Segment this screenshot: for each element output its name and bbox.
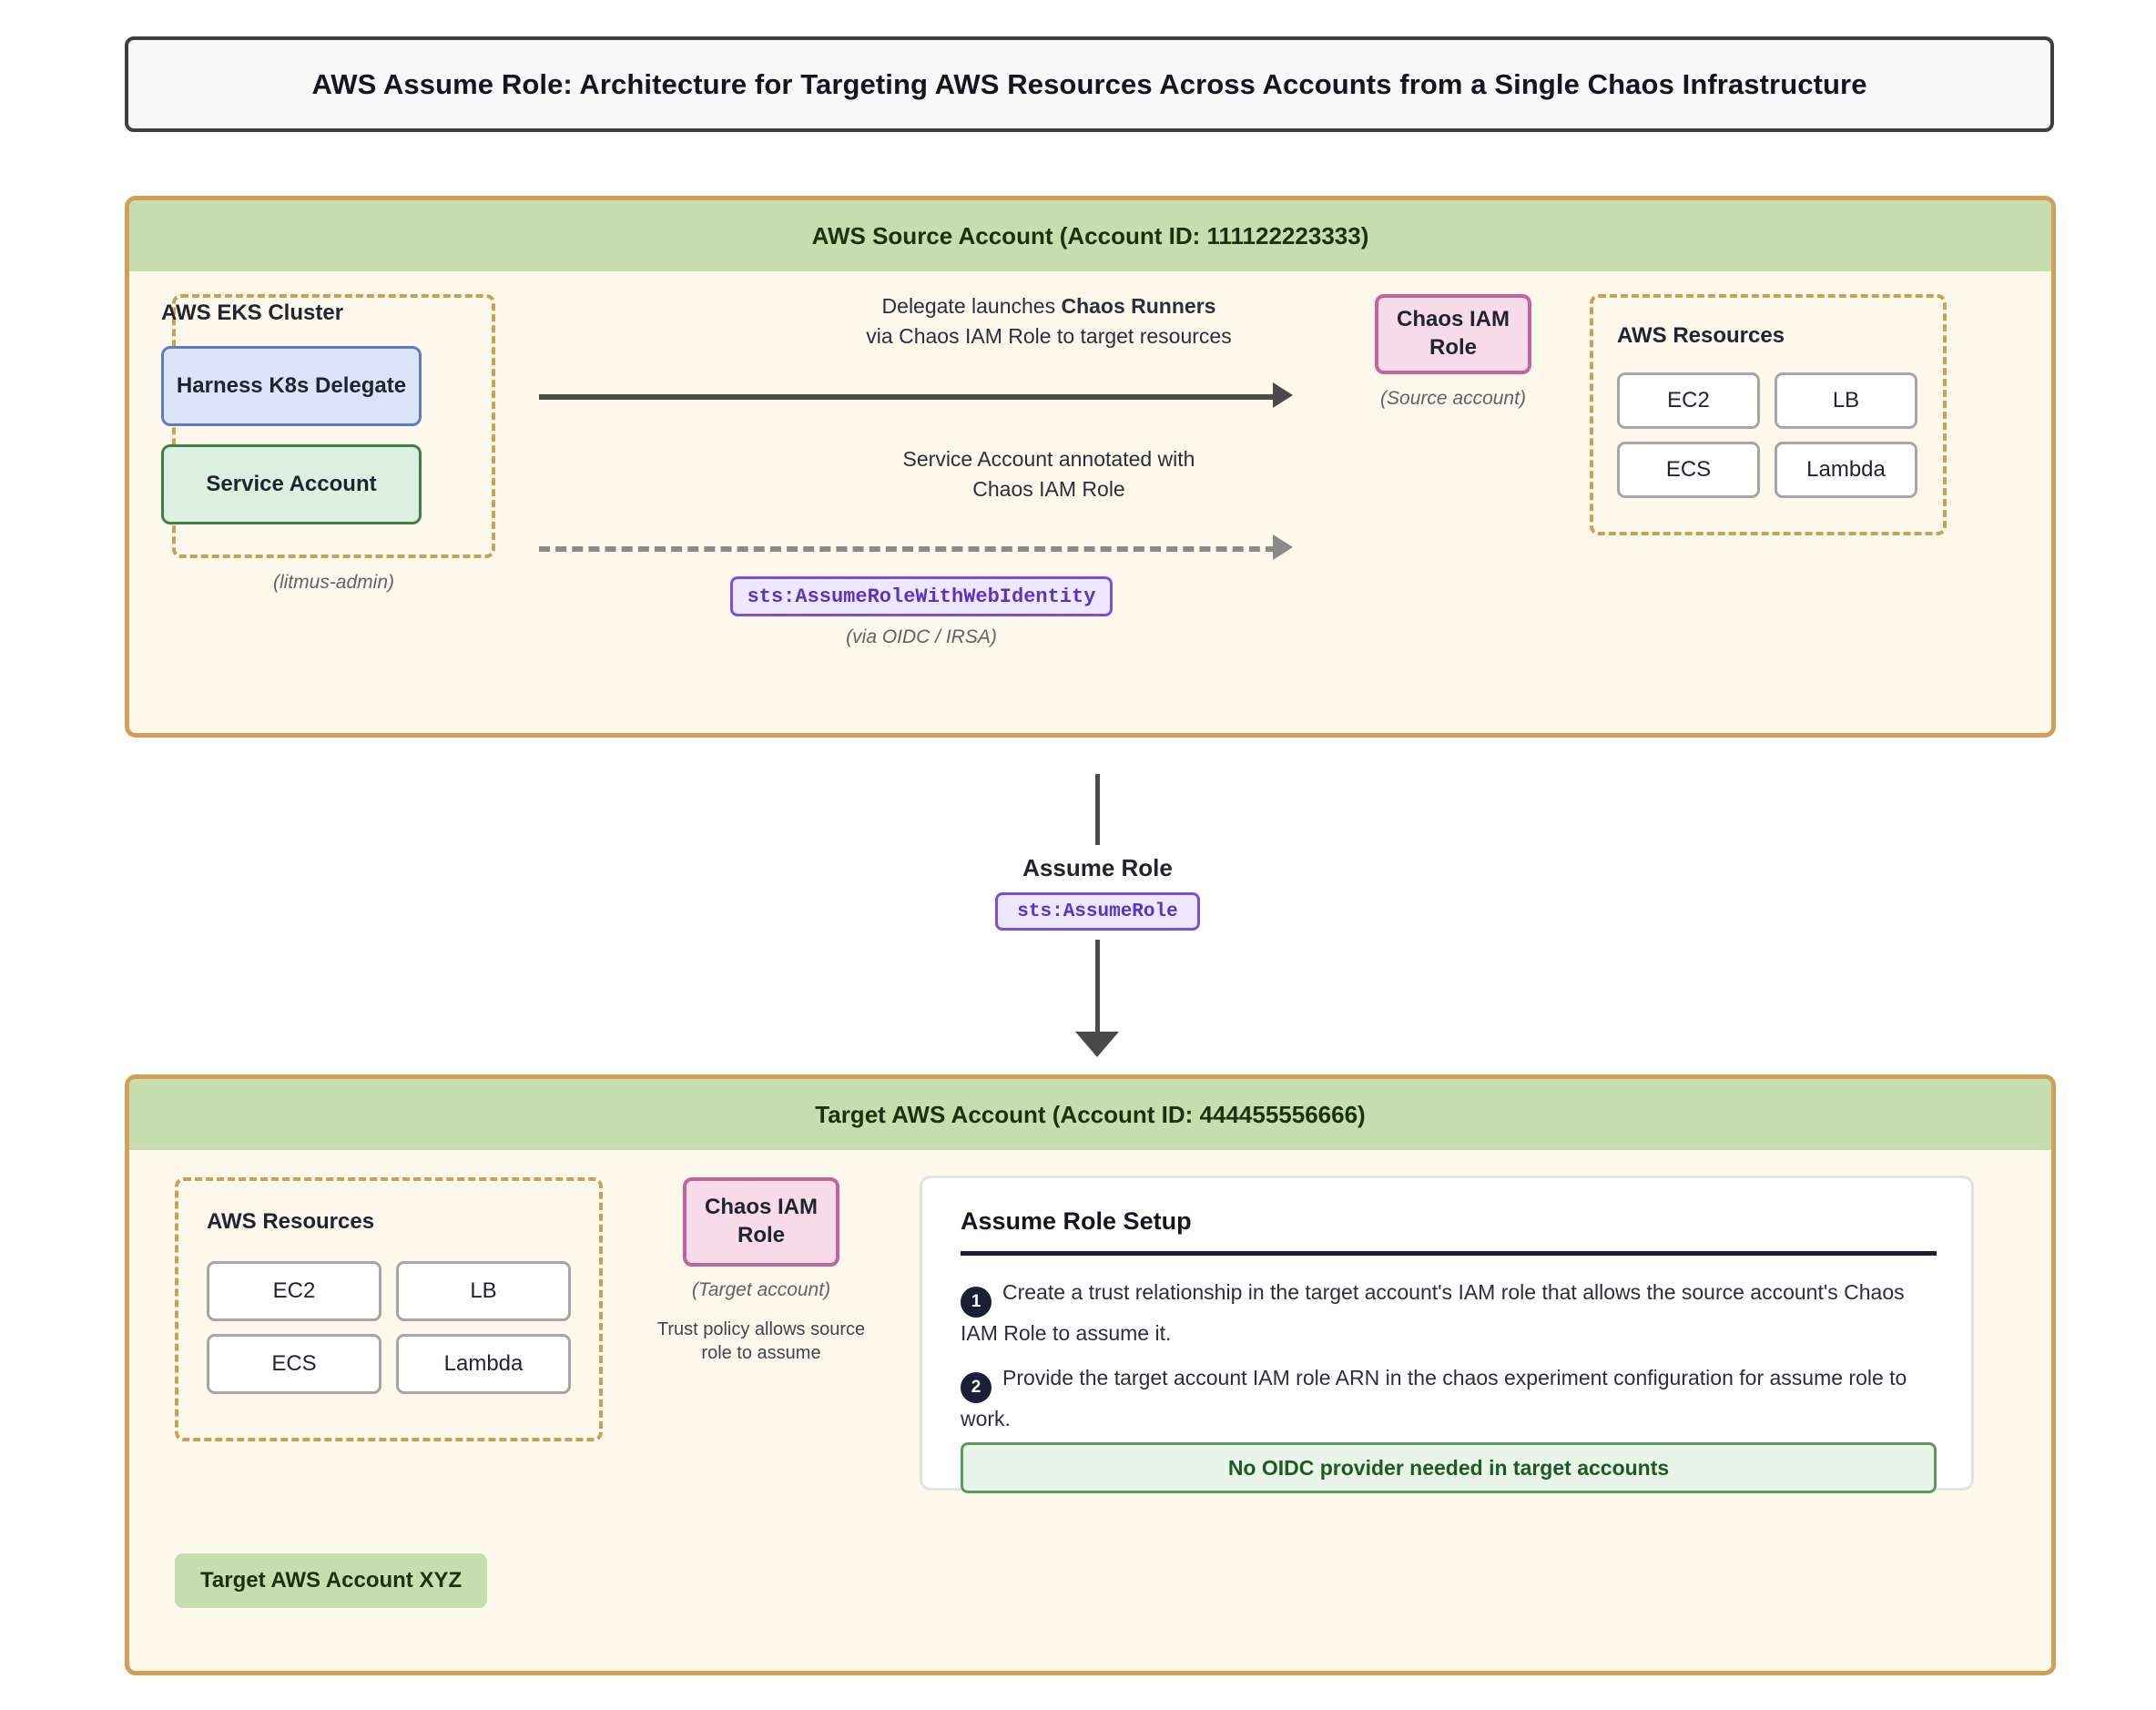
- chaos-iam-role-source-node[interactable]: Chaos IAM Role: [1375, 294, 1531, 374]
- connector-arrow-head: [1075, 1032, 1119, 1057]
- resource-chip[interactable]: Lambda: [396, 1334, 571, 1394]
- step-number-badge: 1: [961, 1287, 992, 1318]
- chaos-iam-role-target-caption: (Target account): [691, 1279, 831, 1300]
- source-aws-resources-grid: EC2 LB ECS Lambda: [1617, 372, 1917, 498]
- setup-card-divider: [961, 1251, 1937, 1256]
- secondary-flow-label: Service Account annotated with Chaos IAM…: [639, 444, 1459, 505]
- primary-flow-label: Delegate launches Chaos Runners via Chao…: [639, 291, 1459, 352]
- secondary-flow-arrow-line: [539, 546, 1276, 552]
- service-account-node[interactable]: Service Account: [161, 444, 422, 524]
- secondary-flow-line2: Chaos IAM Role: [972, 477, 1125, 502]
- primary-flow-arrow-head: [1273, 382, 1293, 408]
- target-account-panel: Target AWS Account (Account ID: 44445555…: [125, 1074, 2056, 1675]
- source-account-header: AWS Source Account (Account ID: 11112222…: [129, 200, 2051, 271]
- target-aws-resources-grid: EC2 LB ECS Lambda: [207, 1261, 571, 1394]
- oidc-irsa-caption: (via OIDC / IRSA): [846, 626, 997, 647]
- connector-label: Assume Role: [1022, 854, 1173, 881]
- resource-chip[interactable]: ECS: [207, 1334, 381, 1394]
- chaos-iam-role-source-label: Chaos IAM Role: [1396, 307, 1510, 360]
- target-aws-resources-group: [175, 1177, 603, 1441]
- page-title: AWS Assume Role: Architecture for Target…: [311, 67, 1867, 100]
- resource-chip[interactable]: LB: [1775, 372, 1917, 429]
- resource-chip[interactable]: LB: [396, 1261, 571, 1321]
- eks-cluster-title: AWS EKS Cluster: [161, 300, 344, 325]
- setup-card-title: Assume Role Setup: [961, 1207, 1192, 1235]
- primary-flow-arrow-line: [539, 394, 1276, 400]
- primary-flow-line1-strong: Chaos Runners: [1061, 294, 1216, 318]
- target-account-badge: Target AWS Account XYZ: [175, 1553, 488, 1608]
- resource-chip[interactable]: Lambda: [1775, 442, 1917, 498]
- no-oidc-banner: No OIDC provider needed in target accoun…: [961, 1442, 1937, 1493]
- step-text: Create a trust relationship in the targe…: [961, 1280, 1905, 1346]
- eks-cluster-group: [172, 294, 495, 558]
- resource-chip[interactable]: EC2: [207, 1261, 381, 1321]
- secondary-flow-line1: Service Account annotated with: [902, 447, 1195, 471]
- assume-role-connector: Assume Role sts:AssumeRole: [0, 738, 2156, 1074]
- connector-line-bottom: [1095, 940, 1100, 1038]
- target-account-header: Target AWS Account (Account ID: 44445555…: [129, 1079, 2051, 1150]
- eks-cluster-caption: (litmus-admin): [272, 572, 394, 593]
- diagram-title-box: AWS Assume Role: Architecture for Target…: [125, 36, 2054, 132]
- primary-flow-line1-prefix: Delegate launches: [881, 294, 1062, 318]
- chaos-iam-role-target-node[interactable]: Chaos IAM Role: [683, 1177, 839, 1267]
- step-number-badge: 2: [961, 1372, 992, 1404]
- harness-k8s-delegate-node[interactable]: Harness K8s Delegate: [161, 346, 422, 426]
- chaos-iam-role-source-caption: (Source account): [1380, 388, 1526, 409]
- source-aws-resources-group: [1590, 294, 1947, 535]
- target-aws-resources-title: AWS Resources: [207, 1209, 375, 1234]
- resource-chip[interactable]: EC2: [1617, 372, 1760, 429]
- trust-policy-note: Trust policy allows source role to assum…: [656, 1319, 866, 1363]
- step-text: Provide the target account IAM role ARN …: [961, 1366, 1907, 1431]
- source-account-body: AWS EKS Cluster Harness K8s Delegate Ser…: [129, 271, 2051, 733]
- target-account-body: AWS Resources EC2 LB ECS Lambda Chaos IA…: [129, 1150, 2051, 1671]
- source-aws-resources-title: AWS Resources: [1617, 323, 1785, 348]
- resource-chip[interactable]: ECS: [1617, 442, 1760, 498]
- assume-role-chip: sts:AssumeRole: [995, 892, 1200, 931]
- source-account-panel: AWS Source Account (Account ID: 11112222…: [125, 196, 2056, 738]
- chaos-iam-role-target-label: Chaos IAM Role: [704, 1195, 818, 1247]
- secondary-flow-arrow-head: [1273, 534, 1293, 560]
- connector-line-top: [1095, 774, 1100, 845]
- primary-flow-line2: via Chaos IAM Role to target resources: [866, 324, 1232, 349]
- assume-role-web-identity-chip: sts:AssumeRoleWithWebIdentity: [730, 576, 1113, 616]
